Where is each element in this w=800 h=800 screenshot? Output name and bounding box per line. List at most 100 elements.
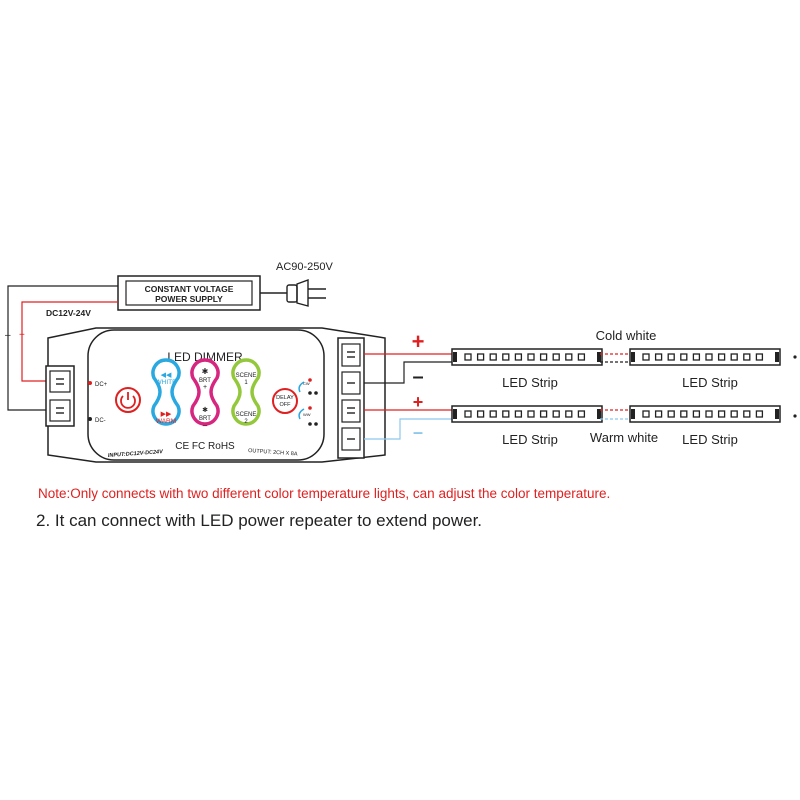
scene-button-pair[interactable] — [231, 358, 261, 426]
dc-minus-wire — [7, 285, 118, 411]
power-button[interactable] — [115, 387, 141, 413]
led-chip — [755, 353, 764, 361]
led-chip — [667, 410, 675, 418]
dc-voltage-label: DC12V-24V — [46, 308, 91, 318]
led-chip — [642, 353, 650, 361]
scene2-number: 2 — [244, 419, 248, 425]
brt-up-label: BRT — [199, 378, 211, 384]
warm-continuation-dot — [793, 414, 797, 418]
led-chip — [680, 353, 688, 361]
cold-continuation-dot — [793, 355, 797, 359]
controller-title: LED DIMMER — [167, 350, 243, 364]
brt-down-label: BRT — [199, 416, 211, 422]
led-chip — [654, 410, 663, 418]
delay-label: DELAY — [276, 395, 294, 401]
warm-white-strip-1 — [451, 405, 603, 423]
led-chip — [489, 353, 497, 361]
input-terminal-block — [45, 365, 75, 427]
certification-marks: CE FC RoHS — [175, 441, 235, 452]
cw-tag: CW — [303, 381, 310, 386]
led-chip — [667, 353, 675, 361]
scene1-label: SCENE — [236, 373, 257, 379]
ch2-minus-sign: – — [413, 422, 423, 442]
led-chip — [464, 353, 472, 361]
input-minus-sign: – — [5, 330, 11, 341]
power-supply-inner — [125, 280, 253, 306]
strip-label-c1: LED Strip — [502, 375, 558, 390]
ch2-plus-sign: + — [413, 392, 424, 412]
forward-icon: ▶▶ — [161, 411, 172, 418]
dc-minus-dot — [88, 417, 92, 421]
led-chip — [539, 410, 548, 418]
ch1-minus-wire — [364, 361, 455, 384]
led-chip — [577, 353, 586, 361]
led-chip — [527, 353, 535, 361]
strip-end-pad — [453, 409, 457, 419]
led-chip — [755, 410, 764, 418]
strip-end-pad — [597, 352, 601, 362]
led-chip — [705, 353, 713, 361]
strip-end-pad — [775, 352, 779, 362]
led-chip — [705, 410, 713, 418]
led-chip — [743, 410, 751, 418]
cold-white-strip-1 — [451, 348, 603, 366]
dim-sun-icon: ✱ — [202, 406, 208, 414]
dc-plus-label: DC+ — [95, 382, 108, 388]
ac-plug — [286, 279, 326, 307]
white-label: WHITE — [156, 379, 178, 386]
ch1-minus-sign: – — [412, 366, 423, 388]
note-power-repeater: 2. It can connect with LED power repeate… — [36, 511, 483, 530]
led-chip — [514, 410, 523, 418]
power-icon — [120, 395, 136, 409]
led-chip — [642, 410, 650, 418]
led-chip — [476, 353, 485, 361]
scene2-label: SCENE — [236, 412, 257, 418]
ch1-plus-sign: + — [412, 329, 425, 354]
strip-label-w2: LED Strip — [682, 432, 738, 447]
led-chip — [527, 410, 535, 418]
warm-white-label: Warm white — [590, 430, 658, 445]
minus-icon: – — [203, 421, 208, 430]
strip-label-w1: LED Strip — [502, 432, 558, 447]
off-label: OFF — [280, 402, 292, 408]
dc-plus-wire — [21, 301, 118, 382]
dc-minus-label: DC- — [95, 418, 106, 424]
sun-icon: ✱ — [202, 367, 209, 376]
led-chip — [502, 410, 510, 418]
strip-end-pad — [775, 409, 779, 419]
led-chip — [489, 410, 497, 418]
led-chip — [730, 410, 738, 418]
strip-end-pad — [631, 352, 635, 362]
delay-off-button[interactable] — [272, 388, 298, 414]
channel-indicators — [298, 378, 318, 426]
led-chip — [552, 353, 560, 361]
led-chip — [476, 410, 485, 418]
led-chip — [654, 353, 663, 361]
input-plus-sign: + — [19, 330, 25, 341]
brightness-button-pair[interactable] — [190, 358, 220, 426]
power-supply-line1: CONSTANT VOLTAGE — [145, 284, 234, 294]
strip-label-c2: LED Strip — [682, 375, 738, 390]
white-warm-button-pair[interactable] — [151, 358, 181, 426]
plus-icon: + — [203, 384, 207, 391]
led-chip — [514, 353, 523, 361]
warm-white-strip-2 — [629, 405, 781, 423]
led-chip — [565, 410, 573, 418]
ww-tag: WW — [303, 412, 311, 417]
dc-plus-dot — [88, 381, 92, 385]
ac-voltage-label: AC90-250V — [276, 261, 334, 273]
strip-end-pad — [597, 409, 601, 419]
led-chip — [692, 353, 701, 361]
led-chip — [692, 410, 701, 418]
led-chip — [539, 353, 548, 361]
led-chip — [552, 410, 560, 418]
strip-end-pad — [631, 409, 635, 419]
rewind-icon: ◀◀ — [161, 372, 172, 379]
power-supply-line2: POWER SUPPLY — [155, 294, 223, 304]
led-chip — [565, 353, 573, 361]
led-chip — [717, 410, 726, 418]
led-chip — [502, 353, 510, 361]
strip-end-pad — [453, 352, 457, 362]
output-spec: OUTPUT: 2CH X 8A — [248, 448, 298, 457]
